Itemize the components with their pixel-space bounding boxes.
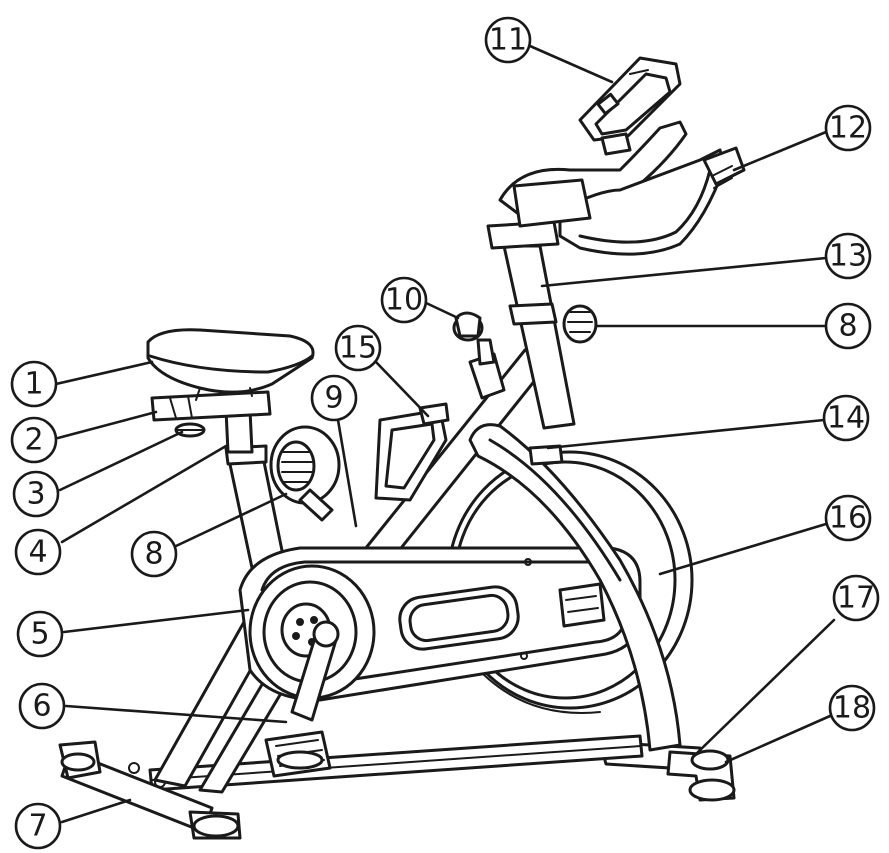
leader-14 xyxy=(546,418,826,450)
bottle-holder xyxy=(374,402,450,502)
leader-11 xyxy=(528,44,614,84)
callout-9-label: 9 xyxy=(324,381,343,416)
leader-3 xyxy=(58,430,184,492)
leader-12 xyxy=(732,130,828,172)
callout-8-handlebar: 8 xyxy=(824,302,872,350)
handlebar xyxy=(498,120,746,256)
callout-9: 9 xyxy=(310,374,358,422)
callout-2: 2 xyxy=(10,416,58,464)
callout-11: 11 xyxy=(484,16,532,64)
callout-12: 12 xyxy=(824,104,872,152)
callout-13: 13 xyxy=(824,232,872,280)
callout-7-label: 7 xyxy=(28,809,47,844)
callout-17: 17 xyxy=(832,574,880,622)
callout-1-label: 1 xyxy=(24,367,43,402)
callout-14: 14 xyxy=(822,394,870,442)
callout-18-label: 18 xyxy=(833,691,871,726)
handlebar-adjust-knob xyxy=(562,304,598,344)
callout-15-label: 15 xyxy=(339,331,377,366)
leader-7 xyxy=(60,798,132,824)
callout-7: 7 xyxy=(14,802,62,850)
leader-1 xyxy=(54,360,154,386)
callout-8a-label: 8 xyxy=(144,537,163,572)
callout-18: 18 xyxy=(828,684,876,732)
callout-5: 5 xyxy=(16,610,64,658)
seat xyxy=(146,328,315,401)
leader-2 xyxy=(56,410,158,440)
rear-stabilizer xyxy=(58,740,242,840)
crank-and-pedal xyxy=(264,620,340,778)
callout-5-label: 5 xyxy=(30,617,49,652)
callout-6-label: 6 xyxy=(32,689,51,724)
seat-adjust-knob xyxy=(269,425,341,522)
callout-16: 16 xyxy=(824,494,872,542)
resistance-knob xyxy=(452,311,506,400)
leader-6 xyxy=(64,704,288,724)
leader-17 xyxy=(694,618,836,756)
leader-lines xyxy=(54,44,836,824)
callout-15: 15 xyxy=(334,324,382,372)
leader-5 xyxy=(62,608,250,634)
callout-2-label: 2 xyxy=(24,423,43,458)
leader-16 xyxy=(658,522,828,576)
callout-8-seat: 8 xyxy=(130,530,178,578)
leader-4 xyxy=(60,444,228,544)
callout-17-label: 17 xyxy=(837,581,875,616)
leader-18 xyxy=(724,714,832,764)
leader-9 xyxy=(336,418,358,528)
callout-4-label: 4 xyxy=(28,535,47,570)
callout-4: 4 xyxy=(14,528,62,576)
front-fork xyxy=(468,423,682,752)
tension-mechanism xyxy=(558,582,606,628)
leader-15 xyxy=(374,360,430,418)
callout-8b-label: 8 xyxy=(838,309,857,344)
leader-8a xyxy=(174,492,288,548)
leader-10 xyxy=(422,300,460,320)
callout-6: 6 xyxy=(18,682,66,730)
leader-13 xyxy=(540,256,828,288)
handlebar-post xyxy=(486,220,576,430)
callout-11-label: 11 xyxy=(489,23,527,58)
callout-10: 10 xyxy=(380,276,428,324)
callout-3: 3 xyxy=(12,470,60,518)
brake-pad xyxy=(528,444,564,466)
callout-13-label: 13 xyxy=(829,239,867,274)
callout-10-label: 10 xyxy=(385,283,423,318)
callout-12-label: 12 xyxy=(829,111,867,146)
callout-1: 1 xyxy=(10,360,58,408)
console xyxy=(578,56,682,156)
seat-slider xyxy=(150,390,272,438)
callout-16-label: 16 xyxy=(829,501,867,536)
callout-3-label: 3 xyxy=(26,477,45,512)
callout-14-label: 14 xyxy=(827,401,865,436)
